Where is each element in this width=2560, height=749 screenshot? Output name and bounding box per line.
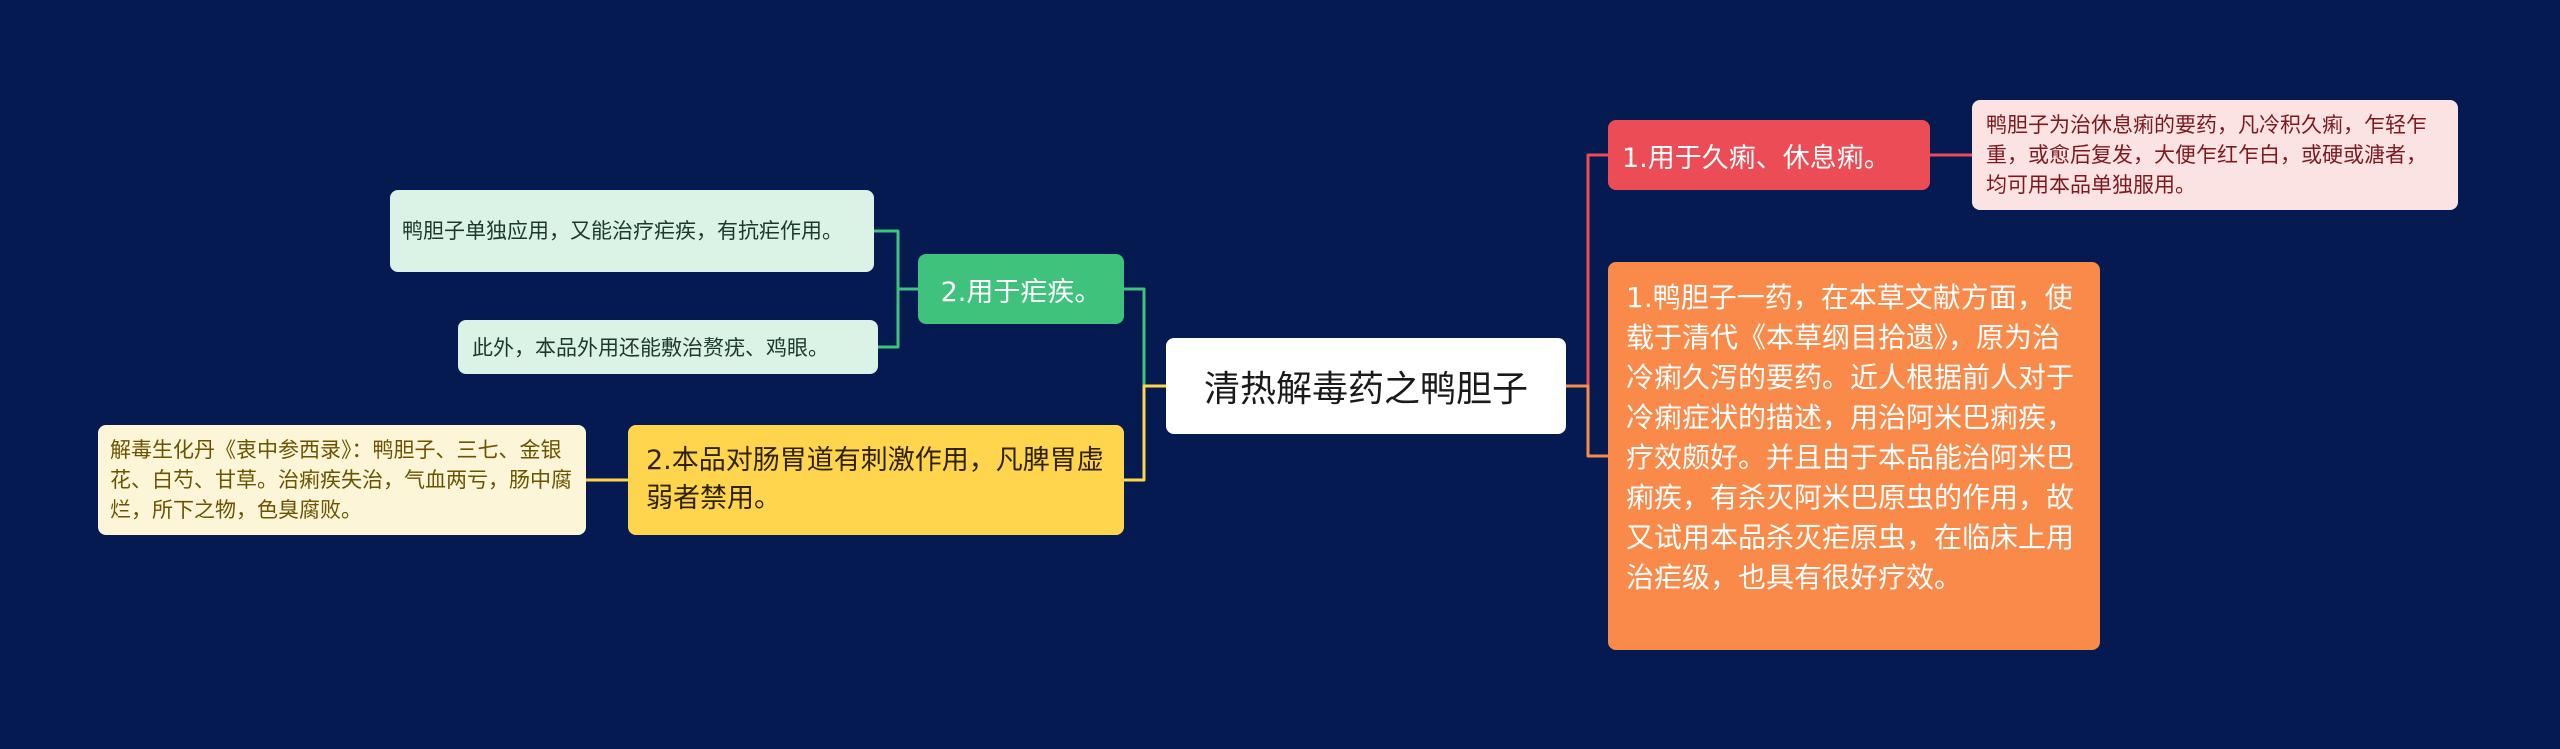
connector-center-left-yellow [1124,384,1166,482]
branch-malaria[interactable]: 2.用于疟疾。 [918,254,1124,324]
branch-contraindication[interactable]: 2.本品对肠胃道有刺激作用，凡脾胃虚弱者禁用。 [628,425,1124,535]
leaf-formula[interactable]: 解毒生化丹《衷中参西录》：鸭胆子、三七、金银花、白芍、甘草。治痢疾失治，气血两亏… [98,425,586,535]
connector-center-right-red [1566,153,1608,388]
connector-center-left-green [1124,287,1166,388]
leaf-dysentery-detail[interactable]: 鸭胆子为治休息痢的要药，凡冷积久痢，乍轻乍重，或愈后复发，大便乍红乍白，或硬或溏… [1972,100,2458,210]
leaf-malaria-usage[interactable]: 鸭胆子单独应用，又能治疗疟疾，有抗疟作用。 [390,190,874,272]
central-topic[interactable]: 清热解毒药之鸭胆子 [1166,338,1566,434]
branch-dysentery[interactable]: 1.用于久痢、休息痢。 [1608,120,1930,190]
connector-green-leaf1 [874,229,918,291]
leaf-external-use[interactable]: 此外，本品外用还能敷治赘疣、鸡眼。 [458,320,878,374]
connector-center-right-orange [1566,384,1608,458]
connector-green-leaf2 [878,287,918,349]
branch-history-note[interactable]: 1.鸭胆子一药，在本草文献方面，使载于清代《本草纲目拾遗》，原为治冷痢久泻的要药… [1608,262,2100,650]
